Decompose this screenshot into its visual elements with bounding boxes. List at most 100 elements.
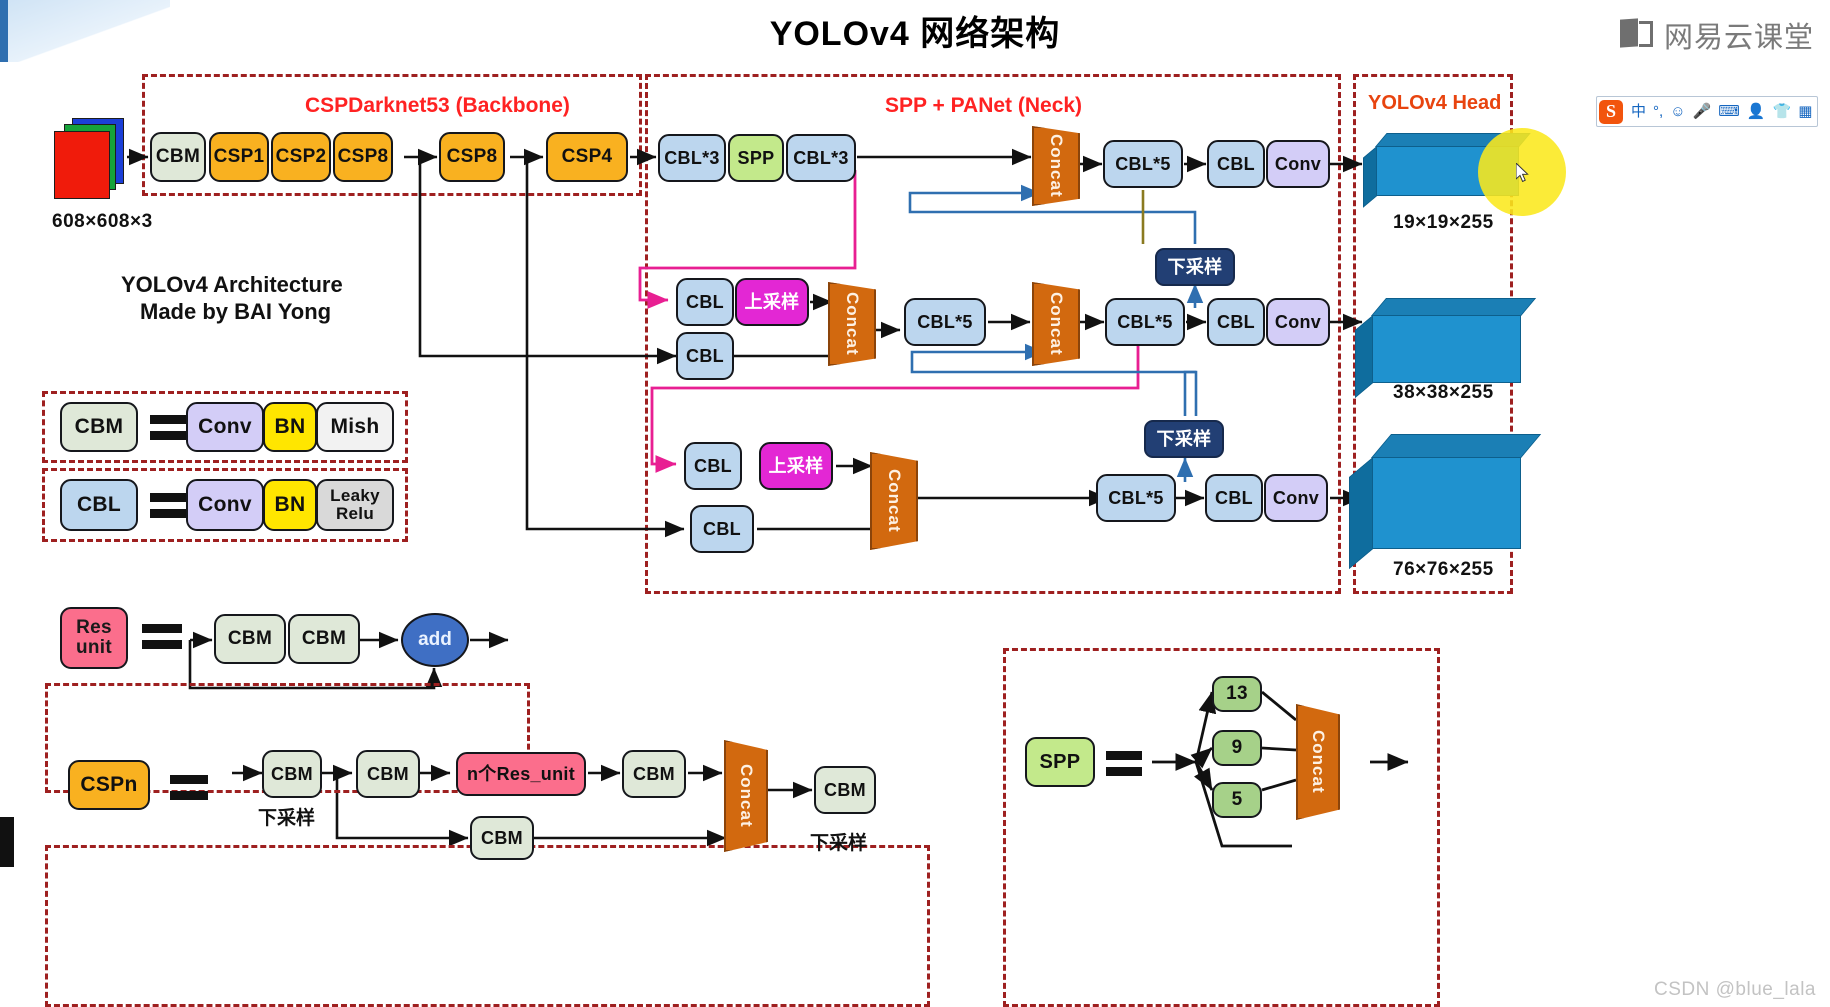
legend-cspn-concat[interactable]: Concat [724, 740, 768, 852]
neck-node-conv-r2[interactable]: Conv [1266, 298, 1330, 346]
neck-node-spp[interactable]: SPP [728, 134, 784, 182]
neck-label: SPP + PANet (Neck) [885, 94, 1083, 117]
left-edge-accent [0, 0, 8, 62]
brand-logo: 网易云课堂 [1619, 14, 1814, 56]
backbone-node-csp8-b[interactable]: CSP8 [439, 132, 505, 182]
input-image-stack [54, 118, 134, 200]
neck-node-cbl-r2b[interactable]: CBL [1207, 298, 1265, 346]
input-dims: 608×608×3 [52, 211, 153, 232]
neck-node-cbl5-r1[interactable]: CBL*5 [1103, 140, 1183, 188]
neck-concat-1[interactable]: Concat [1032, 126, 1080, 206]
neck-node-cbl5-r3[interactable]: CBL*5 [1096, 474, 1176, 522]
neck-node-cbl-r2[interactable]: CBL [676, 278, 734, 326]
backbone-label: CSPDarknet53 (Backbone) [305, 94, 570, 117]
left-edge-marker [0, 817, 14, 867]
legend-cspn-equals [170, 775, 208, 800]
ime-skin-icon[interactable]: 👕 [1772, 103, 1792, 120]
mouse-cursor-icon [1516, 163, 1529, 183]
legend-cspn-cbm-1[interactable]: CBM [262, 750, 322, 798]
legend-cspn-resunit[interactable]: n个Res_unit [456, 752, 586, 796]
brand-name: 网易云课堂 [1663, 22, 1814, 54]
legend-res-node[interactable]: Res unit [60, 607, 128, 669]
legend-cspn-note-1: 下采样 [258, 808, 316, 829]
ime-toolbox-icon[interactable]: ▦ [1798, 103, 1813, 120]
legend-cbm-mish[interactable]: Mish [316, 402, 394, 452]
head-output-dims-2: 38×38×255 [1393, 382, 1494, 403]
backbone-node-csp1[interactable]: CSP1 [209, 132, 269, 182]
neck-concat-2[interactable]: Concat [828, 282, 876, 366]
concat-label: Concat [843, 292, 862, 356]
backbone-node-csp4[interactable]: CSP4 [546, 132, 628, 182]
legend-res-add[interactable]: add [401, 613, 469, 667]
neck-downsample-1[interactable]: 下采样 [1155, 248, 1235, 286]
book-icon [1619, 18, 1654, 52]
legend-cbl-conv[interactable]: Conv [186, 479, 264, 531]
neck-node-cbl3-b[interactable]: CBL*3 [786, 134, 856, 182]
neck-node-conv-r3[interactable]: Conv [1264, 474, 1328, 522]
legend-spp-pool-9[interactable]: 9 [1212, 730, 1262, 766]
neck-node-cbl-skip-r2[interactable]: CBL [676, 332, 734, 380]
head-output-cuboid-3 [1349, 434, 1542, 570]
legend-cbm-node[interactable]: CBM [60, 402, 138, 452]
legend-cbl-bn[interactable]: BN [263, 479, 317, 531]
concat-label: Concat [737, 764, 756, 828]
legend-cspn-cbm-tail[interactable]: CBM [814, 766, 876, 814]
neck-node-cbl5-r2b[interactable]: CBL*5 [1105, 298, 1185, 346]
neck-node-cbl-r3b[interactable]: CBL [1205, 474, 1263, 522]
backbone-frame [142, 74, 642, 196]
neck-concat-3[interactable]: Concat [1032, 282, 1080, 366]
backbone-node-cbm[interactable]: CBM [150, 132, 206, 182]
ime-emoji-icon[interactable]: ☺ [1670, 103, 1686, 120]
legend-cspn-note-2: 下采样 [810, 833, 868, 854]
neck-downsample-2[interactable]: 下采样 [1144, 420, 1224, 458]
legend-cbl-relu[interactable]: Leaky Relu [316, 479, 394, 531]
legend-cspn-node[interactable]: CSPn [68, 760, 150, 810]
head-output-cuboid-2 [1355, 298, 1537, 399]
neck-node-cbl-skip-r3[interactable]: CBL [690, 505, 754, 553]
legend-spp-node[interactable]: SPP [1025, 737, 1095, 787]
legend-spp-equals [1106, 751, 1142, 776]
ime-toolbar[interactable]: S 中 °, ☺ 🎤 ⌨ 👤 👕 ▦ [1596, 96, 1819, 127]
legend-cspn-cbm-branch[interactable]: CBM [470, 816, 534, 860]
csdn-watermark: CSDN @blue_lala [1654, 979, 1816, 1000]
neck-node-conv-r1[interactable]: Conv [1266, 140, 1330, 188]
ime-keyboard-icon[interactable]: ⌨ [1718, 103, 1740, 120]
legend-cbl-frame [42, 468, 408, 542]
legend-cspn-cbm-3[interactable]: CBM [622, 750, 686, 798]
concat-label: Concat [1047, 292, 1066, 356]
legend-spp-pool-13[interactable]: 13 [1212, 676, 1262, 712]
legend-spp-frame [1003, 648, 1440, 1007]
page-title: YOLOv4 网络架构 [769, 15, 1061, 53]
head-output-dims-1: 19×19×255 [1393, 212, 1494, 233]
legend-res-cbm-2[interactable]: CBM [288, 614, 360, 664]
corner-decoration [0, 0, 170, 62]
legend-spp-pool-5[interactable]: 5 [1212, 782, 1262, 818]
legend-cbl-equals [150, 493, 190, 518]
neck-node-upsample-2[interactable]: 上采样 [759, 442, 833, 490]
legend-cbm-equals [150, 415, 190, 440]
backbone-node-csp2[interactable]: CSP2 [271, 132, 331, 182]
neck-concat-4[interactable]: Concat [870, 452, 918, 550]
ime-user-icon[interactable]: 👤 [1746, 103, 1766, 120]
legend-spp-concat[interactable]: Concat [1296, 704, 1340, 820]
backbone-node-csp8-a[interactable]: CSP8 [333, 132, 393, 182]
neck-node-cbl-r3[interactable]: CBL [684, 442, 742, 490]
neck-node-cbl3-a[interactable]: CBL*3 [658, 134, 726, 182]
ime-microphone-icon[interactable]: 🎤 [1692, 103, 1712, 120]
neck-node-cbl5-r2a[interactable]: CBL*5 [904, 298, 986, 346]
ime-punctuation-icon[interactable]: °, [1653, 103, 1664, 120]
legend-cbm-bn[interactable]: BN [263, 402, 317, 452]
concat-label: Concat [885, 469, 904, 533]
credit-line-1: YOLOv4 Architecture [121, 272, 343, 297]
concat-label: Concat [1309, 730, 1328, 794]
legend-cbl-node[interactable]: CBL [60, 479, 138, 531]
legend-res-cbm-1[interactable]: CBM [214, 614, 286, 664]
legend-cbm-frame [42, 391, 408, 463]
head-output-dims-3: 76×76×255 [1393, 559, 1494, 580]
ime-mode-icon[interactable]: 中 [1631, 103, 1647, 120]
legend-cbm-conv[interactable]: Conv [186, 402, 264, 452]
legend-cspn-cbm-2[interactable]: CBM [356, 750, 420, 798]
neck-node-cbl-r1[interactable]: CBL [1207, 140, 1265, 188]
neck-node-upsample-1[interactable]: 上采样 [735, 278, 809, 326]
sogou-logo-icon[interactable]: S [1599, 99, 1623, 124]
